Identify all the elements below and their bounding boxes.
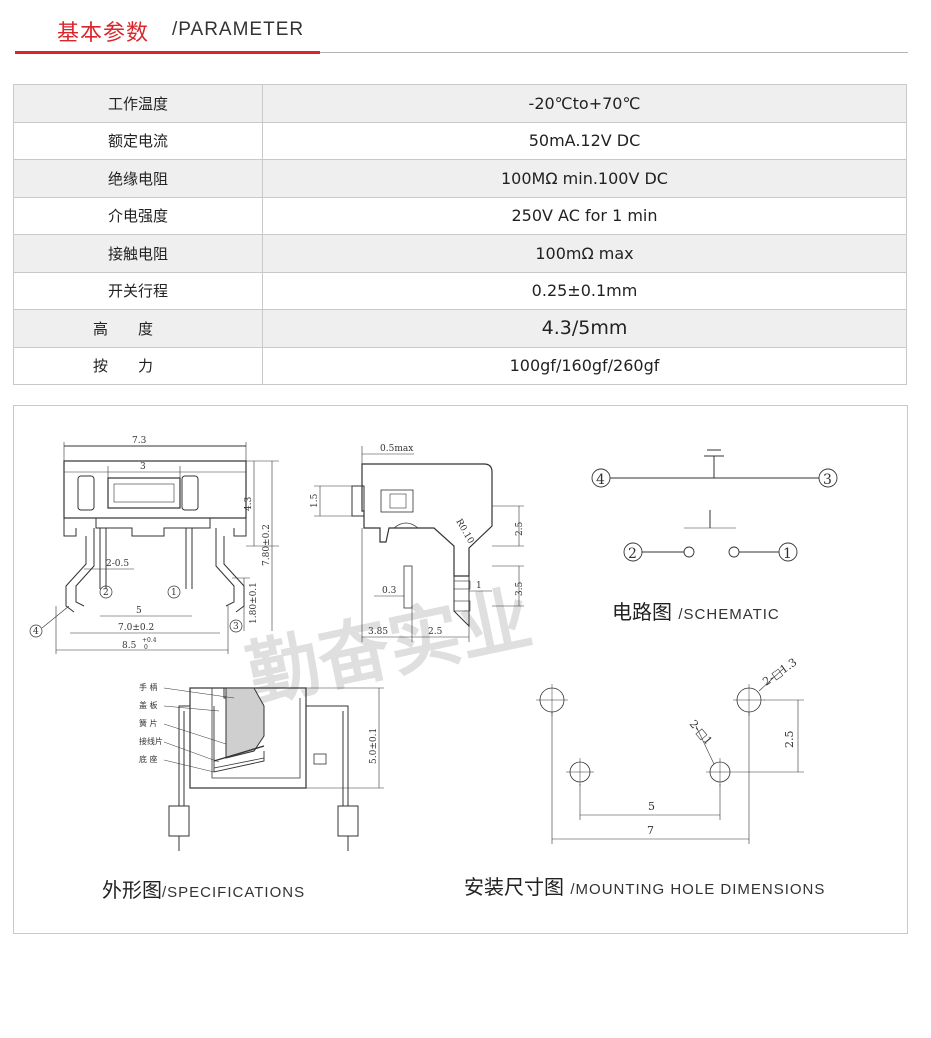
param-value: 250V AC for 1 min <box>262 196 907 235</box>
pin-label-4: 4 <box>33 627 39 637</box>
pin-label-2: 2 <box>103 588 109 598</box>
schematic-caption-cn: 电路图 <box>612 600 672 624</box>
dim-mount-2-sq-1-3: 2-□1.3 <box>760 656 799 689</box>
dim-height-4-3: 4.3 <box>244 496 254 511</box>
schematic-pin-3: 3 <box>823 472 832 488</box>
part-label-cover: 盖 板 <box>139 700 158 710</box>
dim-side-0-3: 0.3 <box>382 586 397 596</box>
schematic-caption-en: /SCHEMATIC <box>678 606 780 623</box>
dim-side-2-5b: 2.5 <box>428 627 443 637</box>
dim-side-r0-10: R0.10 <box>453 518 475 546</box>
dim-button-width: 3 <box>140 462 146 472</box>
dim-pin-pitch: 2-0.5 <box>106 559 129 569</box>
table-row: 绝缘电阻 100MΩ min.100V DC <box>13 159 907 198</box>
dim-top-width: 7.3 <box>132 436 147 446</box>
param-value: 100mΩ max <box>262 234 907 273</box>
dim-height-5-0: 5.0±0.1 <box>369 728 379 764</box>
table-row: 高度 4.3/5mm <box>13 309 907 348</box>
dim-side-2-5: 2.5 <box>515 521 525 536</box>
part-label-handle: 手 柄 <box>139 682 158 692</box>
param-value: 0.25±0.1mm <box>262 271 907 310</box>
param-label: 接触电阻 <box>13 234 263 273</box>
dim-side-3-5: 3.5 <box>515 581 525 596</box>
mounting-hole-drawing: 2-□1.3 2-□1 2.5 5 7 <box>536 656 804 844</box>
dim-side-0-5max: 0.5max <box>380 444 413 454</box>
parameter-table: 工作温度 -20℃to+70℃ 额定电流 50mA.12V DC 绝缘电阻 10… <box>13 84 907 385</box>
dim-width-8-5-tol-hi: +0.4 <box>142 637 157 644</box>
pin-label-1: 1 <box>171 588 177 598</box>
dim-side-1-5: 1.5 <box>310 493 320 508</box>
dim-mount-2-5: 2.5 <box>783 731 796 749</box>
param-label: 介电强度 <box>13 196 263 235</box>
header-divider <box>15 52 908 53</box>
mounting-caption: 安装尺寸图 /MOUNTING HOLE DIMENSIONS <box>464 871 825 900</box>
table-row: 额定电流 50mA.12V DC <box>13 121 907 160</box>
schematic-pin-1: 1 <box>783 546 792 562</box>
dim-side-1: 1 <box>476 581 482 591</box>
param-value: 100gf/160gf/260gf <box>262 346 907 385</box>
table-row: 工作温度 -20℃to+70℃ <box>13 84 907 123</box>
dim-mount-5: 5 <box>648 800 655 813</box>
section-title-en: /PARAMETER <box>172 19 305 40</box>
part-label-spring: 簧 片 <box>139 718 158 728</box>
dim-width-8-5: 8.5 <box>122 641 137 651</box>
param-value: 50mA.12V DC <box>262 121 907 160</box>
section-title-cn: 基本参数 <box>57 21 150 46</box>
schematic-drawing: 4 3 2 1 <box>591 449 838 562</box>
technical-drawings-svg: 勤奋实业 7.3 3 <box>29 436 838 851</box>
param-label: 额定电流 <box>13 121 263 160</box>
table-row: 接触电阻 100mΩ max <box>13 234 907 273</box>
dim-width-8-5-tol-lo: 0 <box>144 644 148 651</box>
section-header: 基本参数 /PARAMETER <box>0 0 931 60</box>
dim-mount-7: 7 <box>647 824 654 837</box>
param-label: 工作温度 <box>13 84 263 123</box>
watermark-text: 勤奋实业 <box>240 576 539 718</box>
cross-section-drawing: 手 柄 盖 板 簧 片 接线片 底 座 5.0±0.1 <box>139 682 384 851</box>
dim-height-7-80: 7.80±0.2 <box>262 524 272 566</box>
schematic-pin-4: 4 <box>596 472 605 488</box>
table-row: 开关行程 0.25±0.1mm <box>13 271 907 310</box>
param-value: 4.3/5mm <box>262 309 907 348</box>
specifications-caption-en: /SPECIFICATIONS <box>162 884 306 901</box>
dim-pin-5: 5 <box>136 606 142 616</box>
dim-mount-2-sq-1: 2-□1 <box>687 718 715 748</box>
dim-side-3-85: 3.85 <box>368 627 388 637</box>
table-row: 按力 100gf/160gf/260gf <box>13 346 907 385</box>
specifications-caption-cn: 外形图 <box>102 878 162 902</box>
front-view-drawing: 7.3 3 2-0.5 <box>29 436 279 654</box>
technical-drawings-panel: 勤奋实业 7.3 3 <box>13 405 908 934</box>
dim-height-1-80: 1.80±0.1 <box>249 582 259 624</box>
part-label-terminal: 接线片 <box>139 736 163 746</box>
part-label-base: 底 座 <box>139 754 158 764</box>
schematic-pin-2: 2 <box>628 546 637 562</box>
param-value: -20℃to+70℃ <box>262 84 907 123</box>
header-accent-bar <box>15 51 320 54</box>
schematic-caption: 电路图 /SCHEMATIC <box>612 596 780 625</box>
specifications-caption: 外形图/SPECIFICATIONS <box>102 874 305 903</box>
mounting-caption-cn: 安装尺寸图 <box>464 875 564 899</box>
param-label: 按力 <box>13 346 263 385</box>
pin-label-3: 3 <box>233 622 239 632</box>
param-label: 开关行程 <box>13 271 263 310</box>
dim-width-7-0: 7.0±0.2 <box>118 623 154 633</box>
param-label: 高度 <box>13 309 263 348</box>
param-value: 100MΩ min.100V DC <box>262 159 907 198</box>
table-row: 介电强度 250V AC for 1 min <box>13 196 907 235</box>
param-label: 绝缘电阻 <box>13 159 263 198</box>
mounting-caption-en: /MOUNTING HOLE DIMENSIONS <box>570 881 826 898</box>
